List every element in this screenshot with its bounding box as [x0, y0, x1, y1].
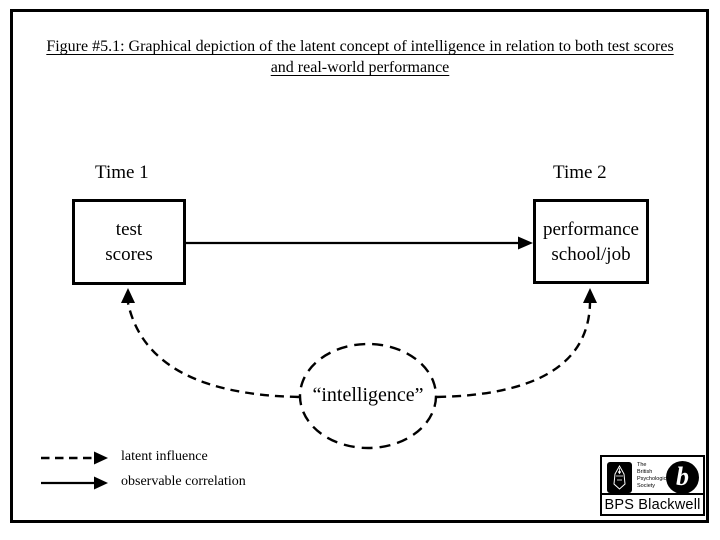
- time1-label: Time 1: [95, 162, 149, 183]
- bps-blackwell-logo: The British Psychological Society b BPS …: [600, 455, 705, 516]
- latent-influence-curve-left: [126, 302, 300, 399]
- blackwell-circle-icon: b: [666, 461, 699, 494]
- slide-border-frame: [10, 9, 709, 523]
- legend-solid-arrowhead: [94, 476, 108, 490]
- bps-crest-glyph: [613, 464, 626, 490]
- figure-title-line2: and real-world performance: [270, 59, 450, 76]
- bps-blackwell-wordmark: BPS Blackwell: [602, 493, 703, 514]
- blackwell-b-letter: b: [676, 461, 689, 491]
- society-name-line3: Psychological: [637, 476, 671, 482]
- latent-influence-curve-right: [436, 302, 592, 399]
- society-name-line1: The: [637, 462, 647, 468]
- legend-latent-influence-label: latent influence: [121, 449, 208, 464]
- legend-dashed-arrowhead: [94, 451, 108, 465]
- legend-observable-correlation-label: observable correlation: [121, 474, 246, 489]
- test-scores-label: test scores: [105, 219, 153, 265]
- latent-influence-arrowhead-right: [583, 288, 597, 303]
- latent-influence-arrowhead-left: [121, 288, 135, 303]
- figure-title: Figure #5.1: Graphical depiction of the …: [0, 36, 720, 78]
- society-name: The British Psychological Society: [637, 462, 671, 490]
- society-name-line2: British: [637, 469, 653, 475]
- performance-box: performance school/job: [533, 199, 649, 284]
- performance-label: performance school/job: [543, 218, 639, 265]
- time2-label: Time 2: [553, 162, 607, 183]
- intelligence-label: “intelligence”: [312, 384, 424, 406]
- test-scores-box: test scores: [72, 199, 186, 285]
- society-name-line4: Society: [637, 483, 656, 489]
- bps-crest-icon: [607, 462, 632, 493]
- figure-title-line1: Figure #5.1: Graphical depiction of the …: [46, 38, 674, 55]
- intelligence-ellipse: [298, 342, 438, 450]
- observable-correlation-arrowhead: [518, 236, 533, 250]
